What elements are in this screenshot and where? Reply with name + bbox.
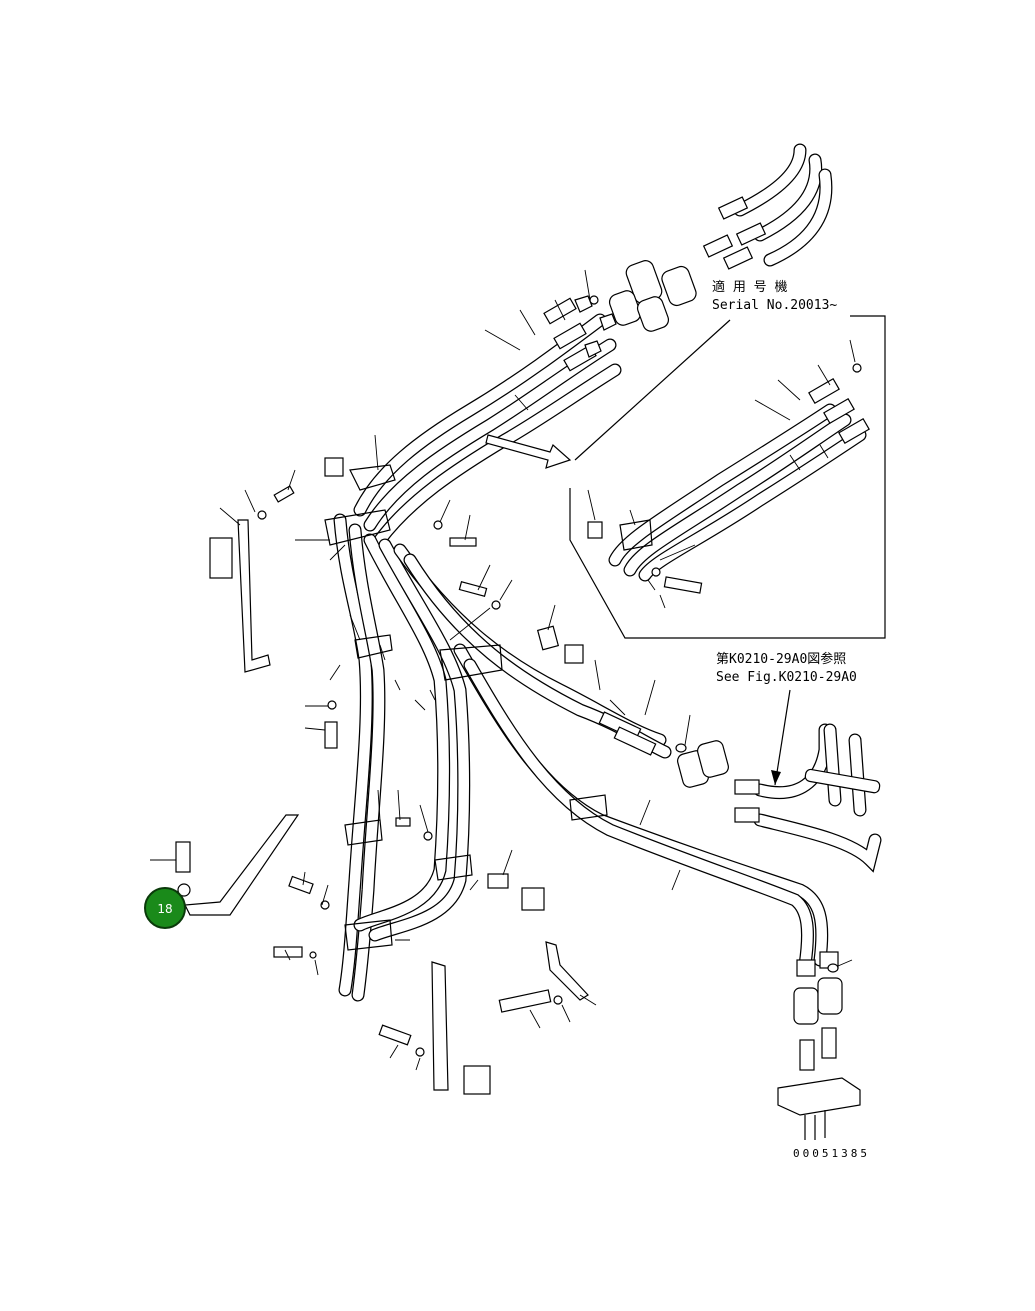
top-right-hoses [702, 143, 833, 270]
text-notes: 適 用 号 機 Serial No.20013~ 第K0210-29A0図参照 … [712, 279, 870, 1160]
callout-label[interactable]: 18 [157, 902, 172, 916]
inset-detail [569, 315, 886, 639]
right-hoses [677, 689, 882, 873]
brackets [184, 519, 589, 1095]
callout-badge-18[interactable]: 18 [144, 887, 186, 929]
serial-note-en: Serial No.20013~ [712, 298, 837, 313]
serial-note-jp: 適 用 号 機 [712, 279, 787, 295]
clamps [324, 464, 608, 951]
protector-sleeves [589, 260, 697, 332]
middle-fittings [598, 711, 687, 756]
reference-note-jp: 第K0210-29A0図参照 [716, 651, 846, 667]
reference-note-en: See Fig.K0210-29A0 [716, 670, 857, 685]
bolts-washers [175, 457, 584, 1057]
leader-lines [150, 269, 853, 1071]
direction-arrow [485, 434, 572, 469]
left-vertical-bundle [333, 513, 471, 1002]
callout-circle[interactable] [144, 887, 186, 929]
lower-right-fittings [777, 951, 861, 1140]
figure-number: 00051385 [793, 1147, 870, 1160]
